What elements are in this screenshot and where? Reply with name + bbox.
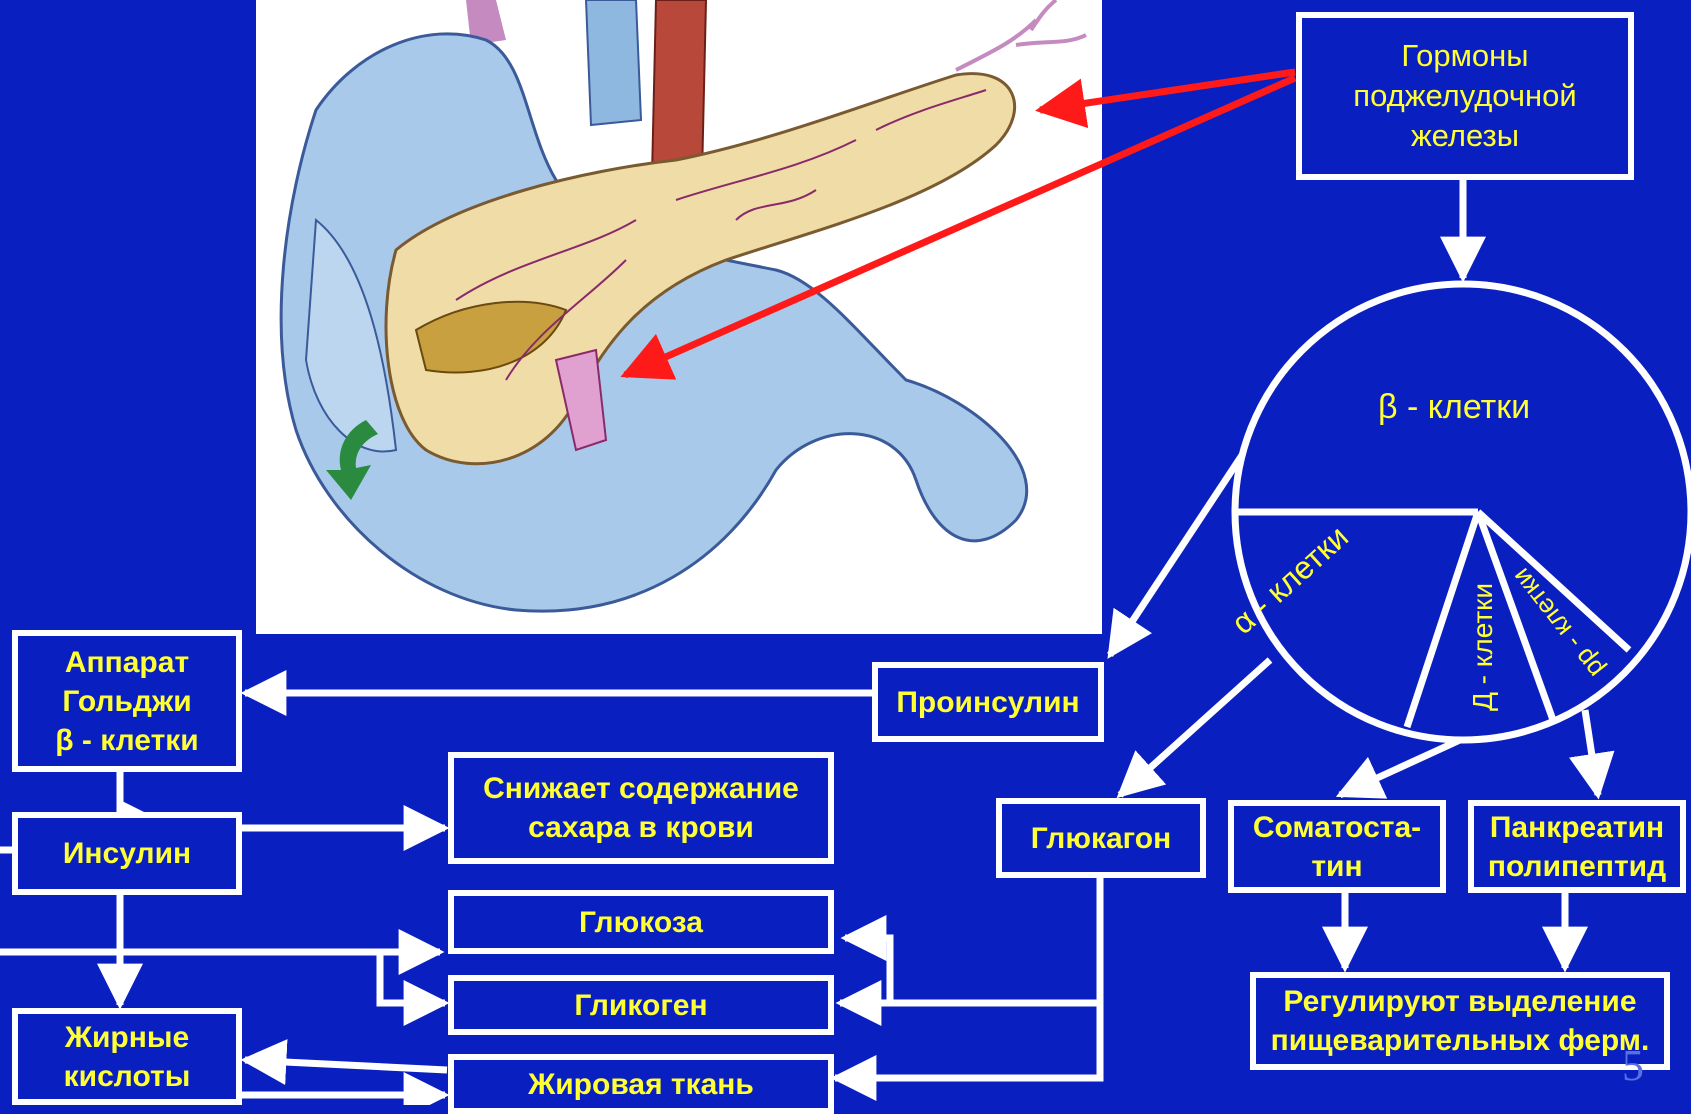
hormones-title-box: Гормоны поджелудочной железы <box>1296 12 1634 180</box>
fatty-acids-box: Жирные кислоты <box>12 1008 242 1105</box>
regulate-enzymes-box: Регулируют выделение пищеварительных фер… <box>1250 972 1670 1070</box>
glycogen-box: Гликоген <box>448 975 834 1035</box>
insulin-box: Инсулин <box>12 812 242 895</box>
glycogen-text: Гликоген <box>574 986 707 1025</box>
pancreatic-polypeptide-text: Панкреатин полипептид <box>1488 808 1666 886</box>
somatostatin-box: Соматоста- тин <box>1228 800 1446 893</box>
golgi-text: Аппарат Гольджи β - клетки <box>55 643 198 760</box>
lowers-sugar-box: Снижает содержание сахара в крови <box>448 752 834 864</box>
d-cells-label: Д - клетки <box>1467 583 1499 711</box>
glucose-box: Глюкоза <box>448 890 834 954</box>
regulate-enzymes-text: Регулируют выделение пищеварительных фер… <box>1271 982 1650 1060</box>
glucagon-box: Глюкагон <box>996 798 1206 878</box>
insulin-text: Инсулин <box>63 834 191 873</box>
adipose-tissue-text: Жировая ткань <box>528 1065 754 1104</box>
page-number: 5 <box>1622 1040 1662 1090</box>
beta-cells-label: β - клетки <box>1378 388 1530 427</box>
somatostatin-text: Соматоста- тин <box>1253 808 1421 886</box>
glucagon-text: Глюкагон <box>1031 819 1171 858</box>
golgi-box: Аппарат Гольджи β - клетки <box>12 630 242 772</box>
lowers-sugar-text: Снижает содержание сахара в крови <box>483 769 799 847</box>
pancreatic-polypeptide-box: Панкреатин полипептид <box>1468 800 1686 893</box>
glucose-text: Глюкоза <box>579 903 703 942</box>
fatty-acids-text: Жирные кислоты <box>64 1018 191 1096</box>
proinsulin-text: Проинсулин <box>896 683 1079 722</box>
adipose-tissue-box: Жировая ткань <box>448 1054 834 1114</box>
hormones-title-text: Гормоны поджелудочной железы <box>1353 36 1576 157</box>
proinsulin-box: Проинсулин <box>872 662 1104 742</box>
